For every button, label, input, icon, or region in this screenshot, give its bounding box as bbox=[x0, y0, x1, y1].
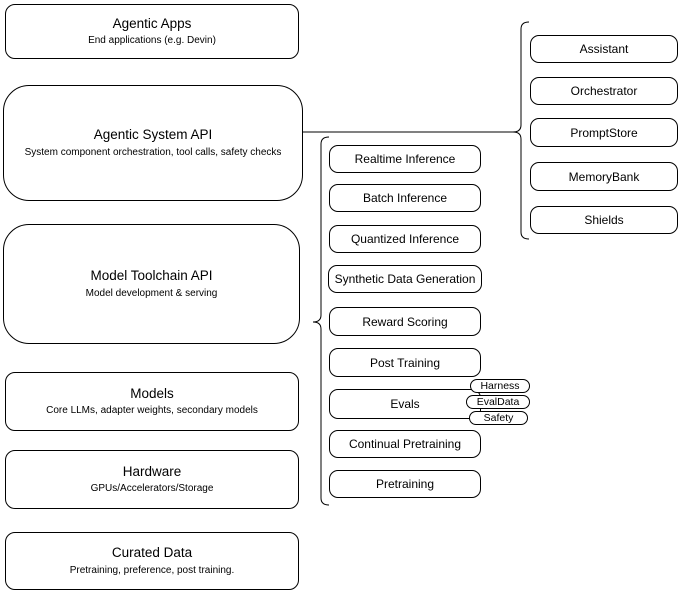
component-label: MemoryBank bbox=[568, 169, 640, 184]
component-label: Assistant bbox=[579, 42, 629, 56]
service-label: Batch Inference bbox=[362, 191, 448, 205]
service-box-realtime-inference: Realtime Inference bbox=[329, 145, 481, 173]
eval-tag-harness: Harness bbox=[470, 379, 530, 393]
eval-tag-label: Harness bbox=[480, 380, 520, 392]
box-agentic-apps: Agentic Apps End applications (e.g. Devi… bbox=[5, 4, 299, 59]
box-title: Models bbox=[130, 385, 174, 401]
system-components-brace bbox=[512, 21, 530, 240]
component-box-assistant: Assistant bbox=[530, 35, 678, 63]
service-label: Realtime Inference bbox=[354, 152, 456, 166]
service-label: Synthetic Data Generation bbox=[334, 272, 476, 286]
eval-tag-evaldata: EvalData bbox=[466, 395, 530, 409]
box-hardware: Hardware GPUs/Accelerators/Storage bbox=[5, 450, 299, 509]
service-box-quantized-inference: Quantized Inference bbox=[329, 225, 481, 253]
box-title: Agentic Apps bbox=[112, 15, 192, 31]
box-subtitle: GPUs/Accelerators/Storage bbox=[90, 483, 214, 495]
box-subtitle: Model development & serving bbox=[85, 287, 218, 299]
box-title: Hardware bbox=[122, 463, 182, 479]
service-label: Post Training bbox=[369, 355, 441, 370]
eval-tag-label: Safety bbox=[483, 412, 514, 424]
component-box-promptstore: PromptStore bbox=[530, 118, 678, 147]
component-box-memorybank: MemoryBank bbox=[530, 162, 678, 191]
box-title: Agentic System API bbox=[93, 127, 213, 143]
component-label: Shields bbox=[584, 213, 624, 227]
box-subtitle: End applications (e.g. Devin) bbox=[88, 35, 216, 47]
box-title: Model Toolchain API bbox=[90, 268, 213, 284]
box-subtitle: Pretraining, preference, post training. bbox=[69, 564, 235, 576]
service-label: Reward Scoring bbox=[362, 314, 448, 329]
service-box-post-training: Post Training bbox=[329, 348, 481, 377]
eval-tag-label: EvalData bbox=[476, 396, 520, 408]
service-box-batch-inference: Batch Inference bbox=[329, 184, 481, 212]
component-label: Orchestrator bbox=[570, 84, 638, 98]
box-curated-data: Curated Data Pretraining, preference, po… bbox=[5, 532, 299, 590]
service-box-synthetic-data-generation: Synthetic Data Generation bbox=[328, 265, 482, 293]
service-label: Pretraining bbox=[375, 477, 435, 491]
box-title: Curated Data bbox=[111, 545, 193, 561]
service-box-evals: Evals bbox=[329, 389, 481, 419]
box-subtitle: Core LLMs, adapter weights, secondary mo… bbox=[46, 405, 258, 417]
service-label: Evals bbox=[390, 397, 420, 411]
service-label: Quantized Inference bbox=[350, 232, 460, 246]
box-models: Models Core LLMs, adapter weights, secon… bbox=[5, 372, 299, 431]
service-box-pretraining: Pretraining bbox=[329, 470, 481, 498]
box-model-toolchain-api: Model Toolchain API Model development & … bbox=[3, 224, 300, 344]
service-box-reward-scoring: Reward Scoring bbox=[329, 307, 481, 336]
component-box-shields: Shields bbox=[530, 206, 678, 234]
eval-tag-safety: Safety bbox=[469, 411, 528, 425]
box-subtitle: System component orchestration, tool cal… bbox=[24, 146, 282, 158]
component-label: PromptStore bbox=[570, 125, 638, 140]
service-box-continual-pretraining: Continual Pretraining bbox=[329, 430, 481, 458]
component-box-orchestrator: Orchestrator bbox=[530, 77, 678, 105]
toolchain-services-brace bbox=[312, 136, 330, 506]
service-label: Continual Pretraining bbox=[348, 437, 462, 451]
box-agentic-system-api: Agentic System API System component orch… bbox=[3, 85, 303, 201]
